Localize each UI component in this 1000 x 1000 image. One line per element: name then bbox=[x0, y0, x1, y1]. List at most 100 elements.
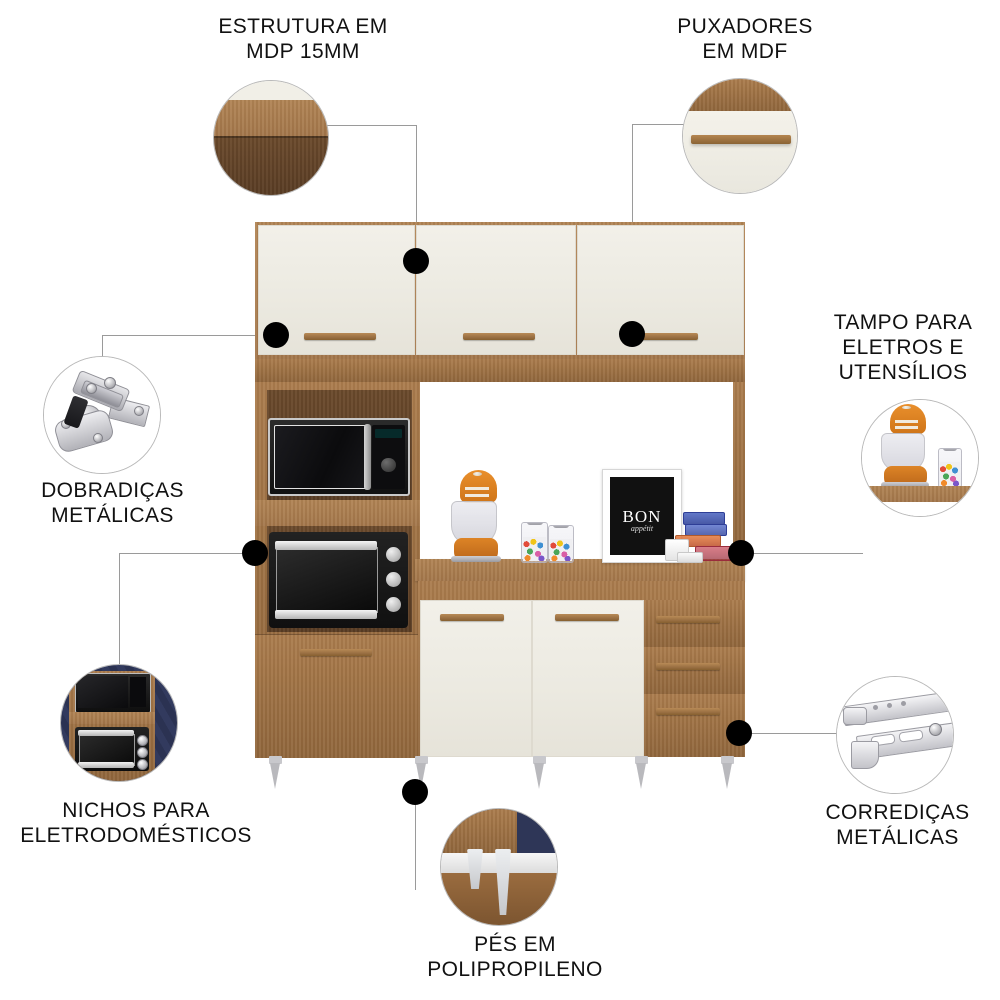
dot-corredicas[interactable] bbox=[726, 720, 752, 746]
upper-door-left-handle[interactable] bbox=[304, 333, 376, 340]
leg-5-taper bbox=[722, 763, 732, 789]
countertop-appliance-icon bbox=[862, 400, 978, 516]
metal-hinge-icon bbox=[44, 357, 160, 473]
upper-door-center-handle[interactable] bbox=[463, 333, 535, 340]
upper-door-center[interactable] bbox=[416, 225, 576, 355]
connector-dobradicas-h bbox=[102, 335, 276, 336]
bubble-pes bbox=[440, 808, 558, 926]
leg-1-top bbox=[269, 756, 282, 764]
label-dobradicas: DOBRADIÇAS METÁLICAS bbox=[41, 479, 184, 527]
food-containers bbox=[665, 512, 737, 563]
label-estrutura: ESTRUTURA EM MDP 15MM bbox=[218, 15, 388, 63]
dot-tampo[interactable] bbox=[728, 540, 754, 566]
connector-pes-v bbox=[415, 792, 416, 890]
dot-estrutura[interactable] bbox=[403, 248, 429, 274]
mdf-handle-icon bbox=[683, 79, 797, 193]
label-tampo: TAMPO PARA ELETROS E UTENSÍLIOS bbox=[833, 311, 973, 384]
dot-nichos[interactable] bbox=[242, 540, 268, 566]
leg-1-taper bbox=[270, 763, 280, 789]
oven-body bbox=[269, 532, 408, 628]
label-nichos: NICHOS PARA ELETRODOMÉSTICOS bbox=[20, 799, 252, 847]
connector-estrutura-h bbox=[324, 125, 416, 126]
lower-door-right[interactable] bbox=[532, 600, 644, 757]
dot-puxadores[interactable] bbox=[619, 321, 645, 347]
upper-door-right-handle[interactable] bbox=[626, 333, 698, 340]
stand-mixer bbox=[450, 470, 512, 562]
leg-4-top bbox=[635, 756, 648, 764]
bubble-dobradicas bbox=[43, 356, 161, 474]
candy-jar-left-contents bbox=[523, 536, 546, 561]
label-puxadores: PUXADORES EM MDF bbox=[677, 15, 813, 63]
microwave-display bbox=[374, 428, 403, 438]
leg-2-top bbox=[415, 756, 428, 764]
connector-corredicas-h bbox=[739, 733, 843, 734]
oven-knob-1 bbox=[386, 547, 402, 563]
foot-left bbox=[467, 849, 483, 889]
kitchen-cabinet[interactable]: BON appétit bbox=[255, 222, 745, 792]
connector-nichos-v bbox=[119, 553, 120, 665]
drawer-right-3-handle[interactable] bbox=[656, 708, 720, 715]
bubble-estrutura bbox=[213, 80, 329, 196]
microwave-body bbox=[268, 418, 410, 496]
mixer-dial bbox=[472, 471, 483, 476]
container-white-2 bbox=[677, 552, 703, 563]
mixer-band-1 bbox=[465, 487, 489, 491]
open-shelf-right-post bbox=[733, 382, 745, 562]
bubble-puxadores bbox=[682, 78, 798, 194]
microwave-knob bbox=[381, 458, 396, 473]
bubble-nichos bbox=[60, 664, 178, 782]
lower-door-left[interactable] bbox=[420, 600, 532, 757]
drawer-right-2[interactable] bbox=[644, 647, 745, 695]
label-pes: PÉS EM POLIPROPILENO bbox=[427, 933, 603, 981]
leg-5-top bbox=[721, 756, 734, 764]
connector-nichos-h bbox=[119, 553, 255, 554]
bubble-candy-jar bbox=[938, 448, 962, 488]
mixer-band-2 bbox=[465, 493, 489, 497]
microwave bbox=[268, 418, 410, 496]
upper-door-right[interactable] bbox=[577, 225, 744, 355]
wood-shelf-icon bbox=[214, 81, 328, 195]
connector-puxadores-h bbox=[632, 124, 686, 125]
microwave-control-panel bbox=[371, 425, 405, 489]
drawer-left-large[interactable] bbox=[255, 634, 418, 758]
bubble-stand-mixer bbox=[880, 404, 940, 488]
polypropylene-foot-icon bbox=[441, 809, 557, 925]
mixer-foot bbox=[451, 556, 501, 562]
upper-valance bbox=[255, 359, 745, 382]
lower-door-right-handle[interactable] bbox=[555, 614, 619, 621]
framed-poster: BON appétit bbox=[602, 469, 682, 563]
appliance-niche-icon bbox=[61, 665, 177, 781]
candy-jar-right bbox=[548, 525, 574, 563]
leg-4-taper bbox=[636, 763, 646, 789]
framed-poster-mat: BON appétit bbox=[610, 477, 674, 555]
niche-divider-shelf bbox=[255, 500, 420, 526]
drawer-right-1[interactable] bbox=[644, 600, 745, 648]
drawer-right-2-handle[interactable] bbox=[656, 663, 720, 670]
bubble-tampo bbox=[861, 399, 979, 517]
leg-2-taper bbox=[416, 763, 426, 789]
leg-3-taper bbox=[534, 763, 544, 789]
framed-poster-line2: appétit bbox=[630, 523, 654, 533]
bubble-corredicas bbox=[836, 676, 954, 794]
candy-jar-right-contents bbox=[550, 538, 572, 561]
microwave-handle bbox=[363, 424, 371, 490]
dot-dobradicas[interactable] bbox=[263, 322, 289, 348]
framed-poster-line1: BON bbox=[622, 506, 662, 526]
drawer-left-large-handle[interactable] bbox=[300, 649, 372, 656]
dot-pes[interactable] bbox=[402, 779, 428, 805]
oven-door-glass bbox=[275, 547, 379, 613]
leg-3-top bbox=[533, 756, 546, 764]
foot-right bbox=[495, 849, 511, 915]
mixer-head bbox=[459, 470, 498, 504]
connector-estrutura-v bbox=[416, 125, 417, 261]
candy-jar-left bbox=[521, 522, 548, 563]
microwave-door-glass bbox=[274, 425, 368, 489]
drawer-right-1-handle[interactable] bbox=[656, 616, 720, 623]
lower-door-left-handle[interactable] bbox=[440, 614, 504, 621]
countertop bbox=[415, 559, 745, 581]
oven-top-rail bbox=[274, 540, 378, 550]
oven-knob-3 bbox=[386, 597, 402, 613]
bubble-countertop bbox=[862, 486, 978, 502]
candy-jar-left-lid bbox=[526, 523, 543, 525]
